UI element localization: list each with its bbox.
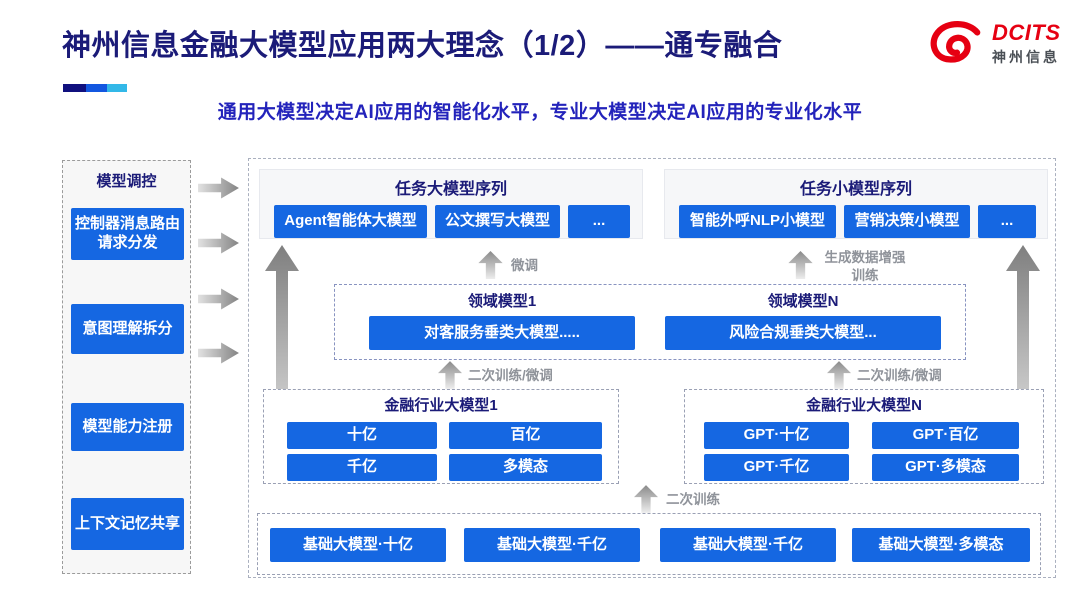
domain-model-box: 领域模型1 对客服务垂类大模型..... 领域模型N 风险合规垂类大模型... [334,284,966,360]
task-small-model-group: 任务小模型序列 智能外呼NLP小模型 营销决策小模型 ... [664,169,1048,239]
label-retrain-finetune-left: 二次训练/微调 [468,368,553,383]
node-multimodal: 多模态 [449,454,602,481]
node-gpt-100b: GPT·千亿 [704,454,849,481]
subtitle: 通用大模型决定AI应用的智能化水平，专业大模型决定AI应用的专业化水平 [217,102,863,123]
industry-model-box-n: 金融行业大模型N GPT·十亿 GPT·百亿 GPT·千亿 GPT·多模态 [684,389,1044,484]
arrow-up-icon [478,251,503,279]
node-gpt-10b: GPT·百亿 [872,422,1019,449]
domain1-title: 领域模型1 [467,293,537,310]
logo-brand-cn: 神州信息 [992,48,1060,65]
node-task-large-more: ... [568,205,630,238]
arrow-up-icon [634,485,658,513]
domainN-title: 领域模型N [767,293,839,310]
label-retrain-finetune-right: 二次训练/微调 [857,368,942,383]
page-title: 神州信息金融大模型应用两大理念（1/2）——通专融合 [62,30,783,62]
dcits-swirl-icon [930,21,981,63]
node-base-100b-a: 基础大模型·千亿 [464,528,640,562]
arrow-up-tall-icon [265,245,299,479]
title-accent-bar [63,84,127,92]
sidebar-node-register: 模型能力注册 [71,403,184,451]
industry1-title: 金融行业大模型1 [384,397,498,414]
arrow-right-icon [198,232,239,254]
label-fine-tune: 微调 [511,258,538,273]
node-task-small-more: ... [978,205,1036,238]
node-marketing-model: 营销决策小模型 [844,205,970,238]
arrow-up-tall-icon [1006,245,1040,471]
industryN-title: 金融行业大模型N [806,397,922,414]
arrow-up-icon [438,361,462,389]
arrow-right-icon [198,177,239,199]
node-gpt-multimodal: GPT·多模态 [872,454,1019,481]
task-large-model-group: 任务大模型序列 Agent智能体大模型 公文撰写大模型 ... [259,169,643,239]
label-retrain: 二次训练 [666,492,720,507]
base-model-box: 基础大模型·十亿 基础大模型·千亿 基础大模型·千亿 基础大模型·多模态 [257,513,1041,575]
logo-brand-text: DCITS [992,20,1061,46]
arrow-right-icon [198,288,239,310]
node-base-multimodal: 基础大模型·多模态 [852,528,1030,562]
industry-model-box-1: 金融行业大模型1 十亿 百亿 千亿 多模态 [263,389,619,484]
sidebar-node-context: 上下文记忆共享 [71,498,184,550]
node-1b: 十亿 [287,422,437,449]
task-large-title: 任务大模型序列 [394,181,507,198]
label-gen-augment: 生成数据增强训练 [824,250,906,283]
task-small-title: 任务小模型序列 [799,181,912,198]
node-gpt-1b: GPT·十亿 [704,422,849,449]
sidebar-node-intent: 意图理解拆分 [71,304,184,354]
arrow-right-icon [198,342,239,364]
node-agent-model: Agent智能体大模型 [274,205,427,238]
arrow-up-icon [827,361,851,389]
node-doc-writing-model: 公文撰写大模型 [435,205,560,238]
model-control-title: 模型调控 [96,173,157,190]
node-base-1b: 基础大模型·十亿 [270,528,446,562]
model-control-panel: 模型调控 控制器消息路由请求分发 意图理解拆分 模型能力注册 上下文记忆共享 [62,160,191,574]
node-base-100b-b: 基础大模型·千亿 [660,528,836,562]
main-diagram: 任务大模型序列 Agent智能体大模型 公文撰写大模型 ... 任务小模型序列 … [248,158,1056,578]
node-customer-service-model: 对客服务垂类大模型..... [369,316,635,350]
dcits-logo: DCITS 神州信息 [928,18,1061,70]
node-100b: 千亿 [287,454,437,481]
arrow-up-icon [788,251,813,279]
node-nlp-outbound-model: 智能外呼NLP小模型 [679,205,836,238]
node-10b: 百亿 [449,422,602,449]
node-risk-compliance-model: 风险合规垂类大模型... [665,316,941,350]
sidebar-node-router: 控制器消息路由请求分发 [71,208,184,260]
